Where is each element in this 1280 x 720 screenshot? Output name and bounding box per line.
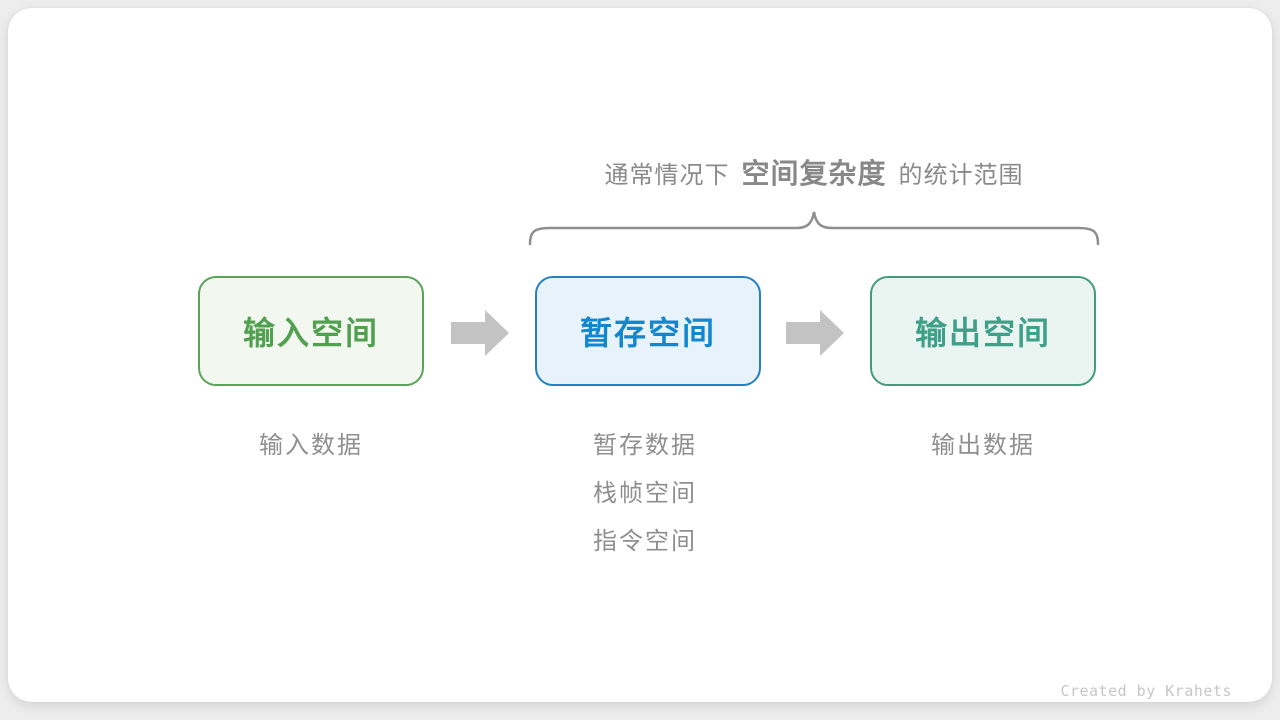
annotation-instruction-space: 指令空间 [593, 528, 697, 555]
arrow-right-icon [451, 310, 509, 356]
caption: 通常情况下空间复杂度的统计范围 [530, 156, 1098, 194]
caption-highlight: 空间复杂度 [741, 158, 887, 189]
annotation-stack-frame-space: 栈帧空间 [593, 480, 697, 507]
caption-prefix: 通常情况下 [604, 162, 730, 189]
node-temp-space: 暂存空间 [535, 276, 761, 386]
node-input-space-label: 输入空间 [242, 315, 379, 351]
credit-text: Created by Krahets [1060, 682, 1232, 700]
annotation-output-data: 输出数据 [931, 432, 1035, 459]
node-temp-space-label: 暂存空间 [579, 315, 716, 351]
brace-bracket [528, 211, 1100, 246]
diagram-card: 通常情况下空间复杂度的统计范围 输入空间 暂存空间 输出空间 输入数据 暂存数据… [8, 8, 1272, 702]
caption-suffix: 的统计范围 [898, 162, 1024, 189]
annotation-temp-list: 暂存数据 栈帧空间 指令空间 [593, 422, 697, 566]
arrow-right-icon [786, 310, 844, 356]
node-input-space: 输入空间 [198, 276, 424, 386]
node-output-space: 输出空间 [870, 276, 1096, 386]
annotation-temp-data: 暂存数据 [593, 432, 697, 459]
annotation-input-data: 输入数据 [259, 432, 363, 459]
node-output-space-label: 输出空间 [914, 315, 1051, 351]
